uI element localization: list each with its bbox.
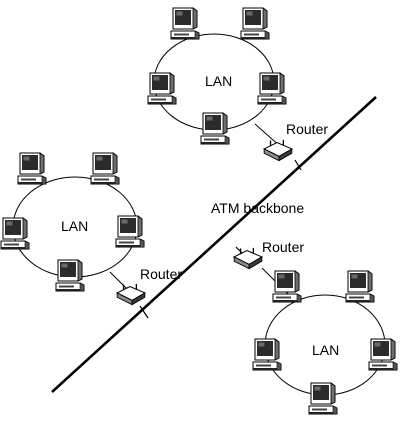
computer-icon: [257, 72, 287, 105]
atm-backbone-line: [51, 96, 377, 393]
computer-icon: [368, 338, 398, 371]
router-icon: [263, 139, 293, 162]
computer-icon: [345, 270, 375, 303]
uplink-top: [294, 159, 302, 171]
computer-icon: [200, 112, 230, 145]
router-icon: [116, 283, 146, 306]
computer-icon: [55, 259, 85, 292]
lan-label-bottom: LAN: [312, 342, 339, 358]
computer-icon: [90, 152, 120, 185]
backbone-label: ATM backbone: [211, 200, 304, 216]
computer-icon: [240, 7, 270, 40]
computer-icon: [170, 7, 200, 40]
computer-icon: [252, 338, 282, 371]
router-icon: [233, 247, 263, 270]
computer-icon: [17, 152, 47, 185]
computer-icon: [308, 382, 338, 415]
lan-label-left: LAN: [61, 218, 88, 234]
router-label-bottom: Router: [262, 239, 304, 255]
computer-icon: [0, 217, 30, 250]
router-label-left: Router: [140, 266, 182, 282]
computer-icon: [115, 215, 145, 248]
uplink-left: [139, 305, 149, 319]
computer-icon: [272, 270, 302, 303]
computer-icon: [147, 72, 177, 105]
router-label-top: Router: [286, 121, 328, 137]
lan-label-top: LAN: [205, 73, 232, 89]
